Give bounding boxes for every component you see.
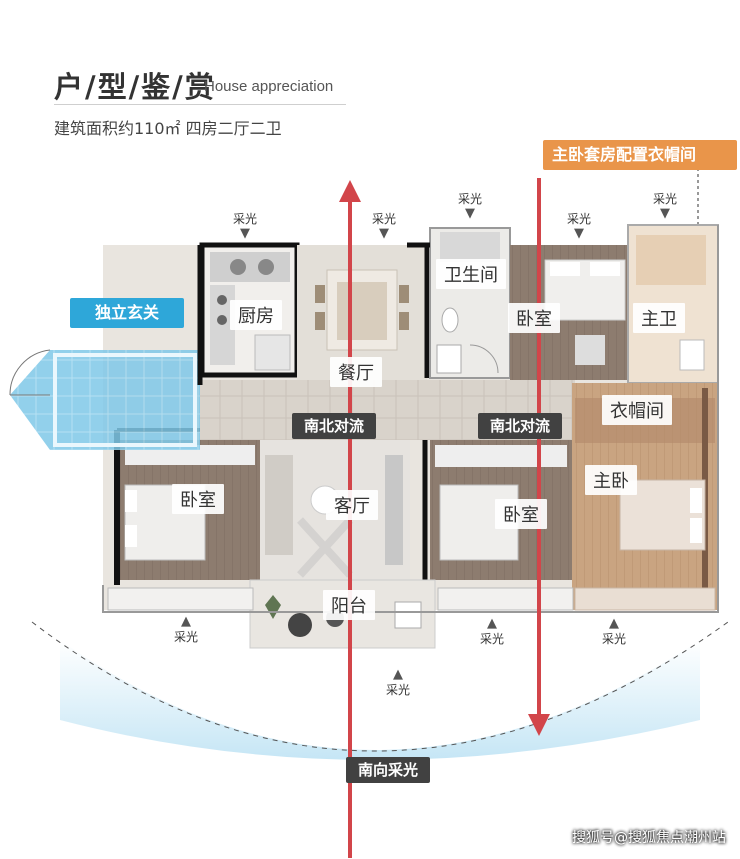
- south-light-label: 南向采光: [346, 757, 431, 783]
- ventilation-label: 南北对流: [292, 413, 377, 439]
- ventilation-arrow-right-head: [528, 714, 550, 736]
- title-divider: [54, 104, 346, 105]
- room-label-master-bed: 主卧: [585, 465, 637, 495]
- page-title: 户/型/鉴/赏: [54, 70, 216, 104]
- foyer-glass: [9, 349, 200, 450]
- sunlight-label: 采光▼: [448, 190, 492, 220]
- down-arrow-icon: ▼: [465, 206, 475, 221]
- down-arrow-icon: ▼: [660, 206, 670, 221]
- sunlight-label: 采光▼: [557, 210, 601, 240]
- ventilation-arrow-right: [537, 178, 541, 718]
- down-arrow-icon: ▼: [574, 226, 584, 241]
- sunlight-label: 采光▼: [223, 210, 267, 240]
- page-subtitle: House appreciation: [204, 78, 334, 95]
- down-arrow-icon: ▼: [379, 226, 389, 241]
- area-info: 建筑面积约110㎡ 四房二厅二卫: [54, 119, 282, 138]
- ventilation-arrow-left: [348, 198, 352, 858]
- room-label-kitchen: 厨房: [230, 300, 282, 330]
- sunlight-label: 采光▼: [362, 210, 406, 240]
- room-label-balcony: 阳台: [323, 590, 375, 620]
- down-arrow-icon: ▼: [240, 226, 250, 241]
- room-label-bathroom: 卫生间: [436, 259, 506, 289]
- room-label-master-bath: 主卫: [633, 303, 685, 333]
- up-arrow-icon: ▲: [393, 667, 403, 682]
- sunlight-label: ▲采光: [164, 615, 208, 645]
- foyer-callout: 独立玄关: [70, 298, 184, 328]
- watermark: 搜狐号@搜狐焦点潮州站: [572, 830, 726, 846]
- sunlight-label: ▲采光: [470, 617, 514, 647]
- sky-glow: [60, 640, 700, 760]
- ventilation-label: 南北对流: [478, 413, 563, 439]
- sunlight-label: ▲采光: [592, 617, 636, 647]
- room-label-living: 客厅: [326, 490, 378, 520]
- up-arrow-icon: ▲: [181, 614, 191, 629]
- room-label-cloakroom: 衣帽间: [602, 395, 672, 425]
- light-arc: [31, 621, 729, 752]
- sunlight-label: 采光▼: [643, 190, 687, 220]
- room-label-dining: 餐厅: [330, 357, 382, 387]
- suite-callout: 主卧套房配置衣帽间: [543, 140, 737, 170]
- ventilation-arrow-left-head: [339, 180, 361, 202]
- up-arrow-icon: ▲: [487, 616, 497, 631]
- room-label-bedroom-west: 卧室: [172, 484, 224, 514]
- up-arrow-icon: ▲: [609, 616, 619, 631]
- room-label-bedroom-north: 卧室: [508, 303, 560, 333]
- sunlight-label: ▲采光: [376, 668, 420, 698]
- room-label-bedroom-south: 卧室: [495, 499, 547, 529]
